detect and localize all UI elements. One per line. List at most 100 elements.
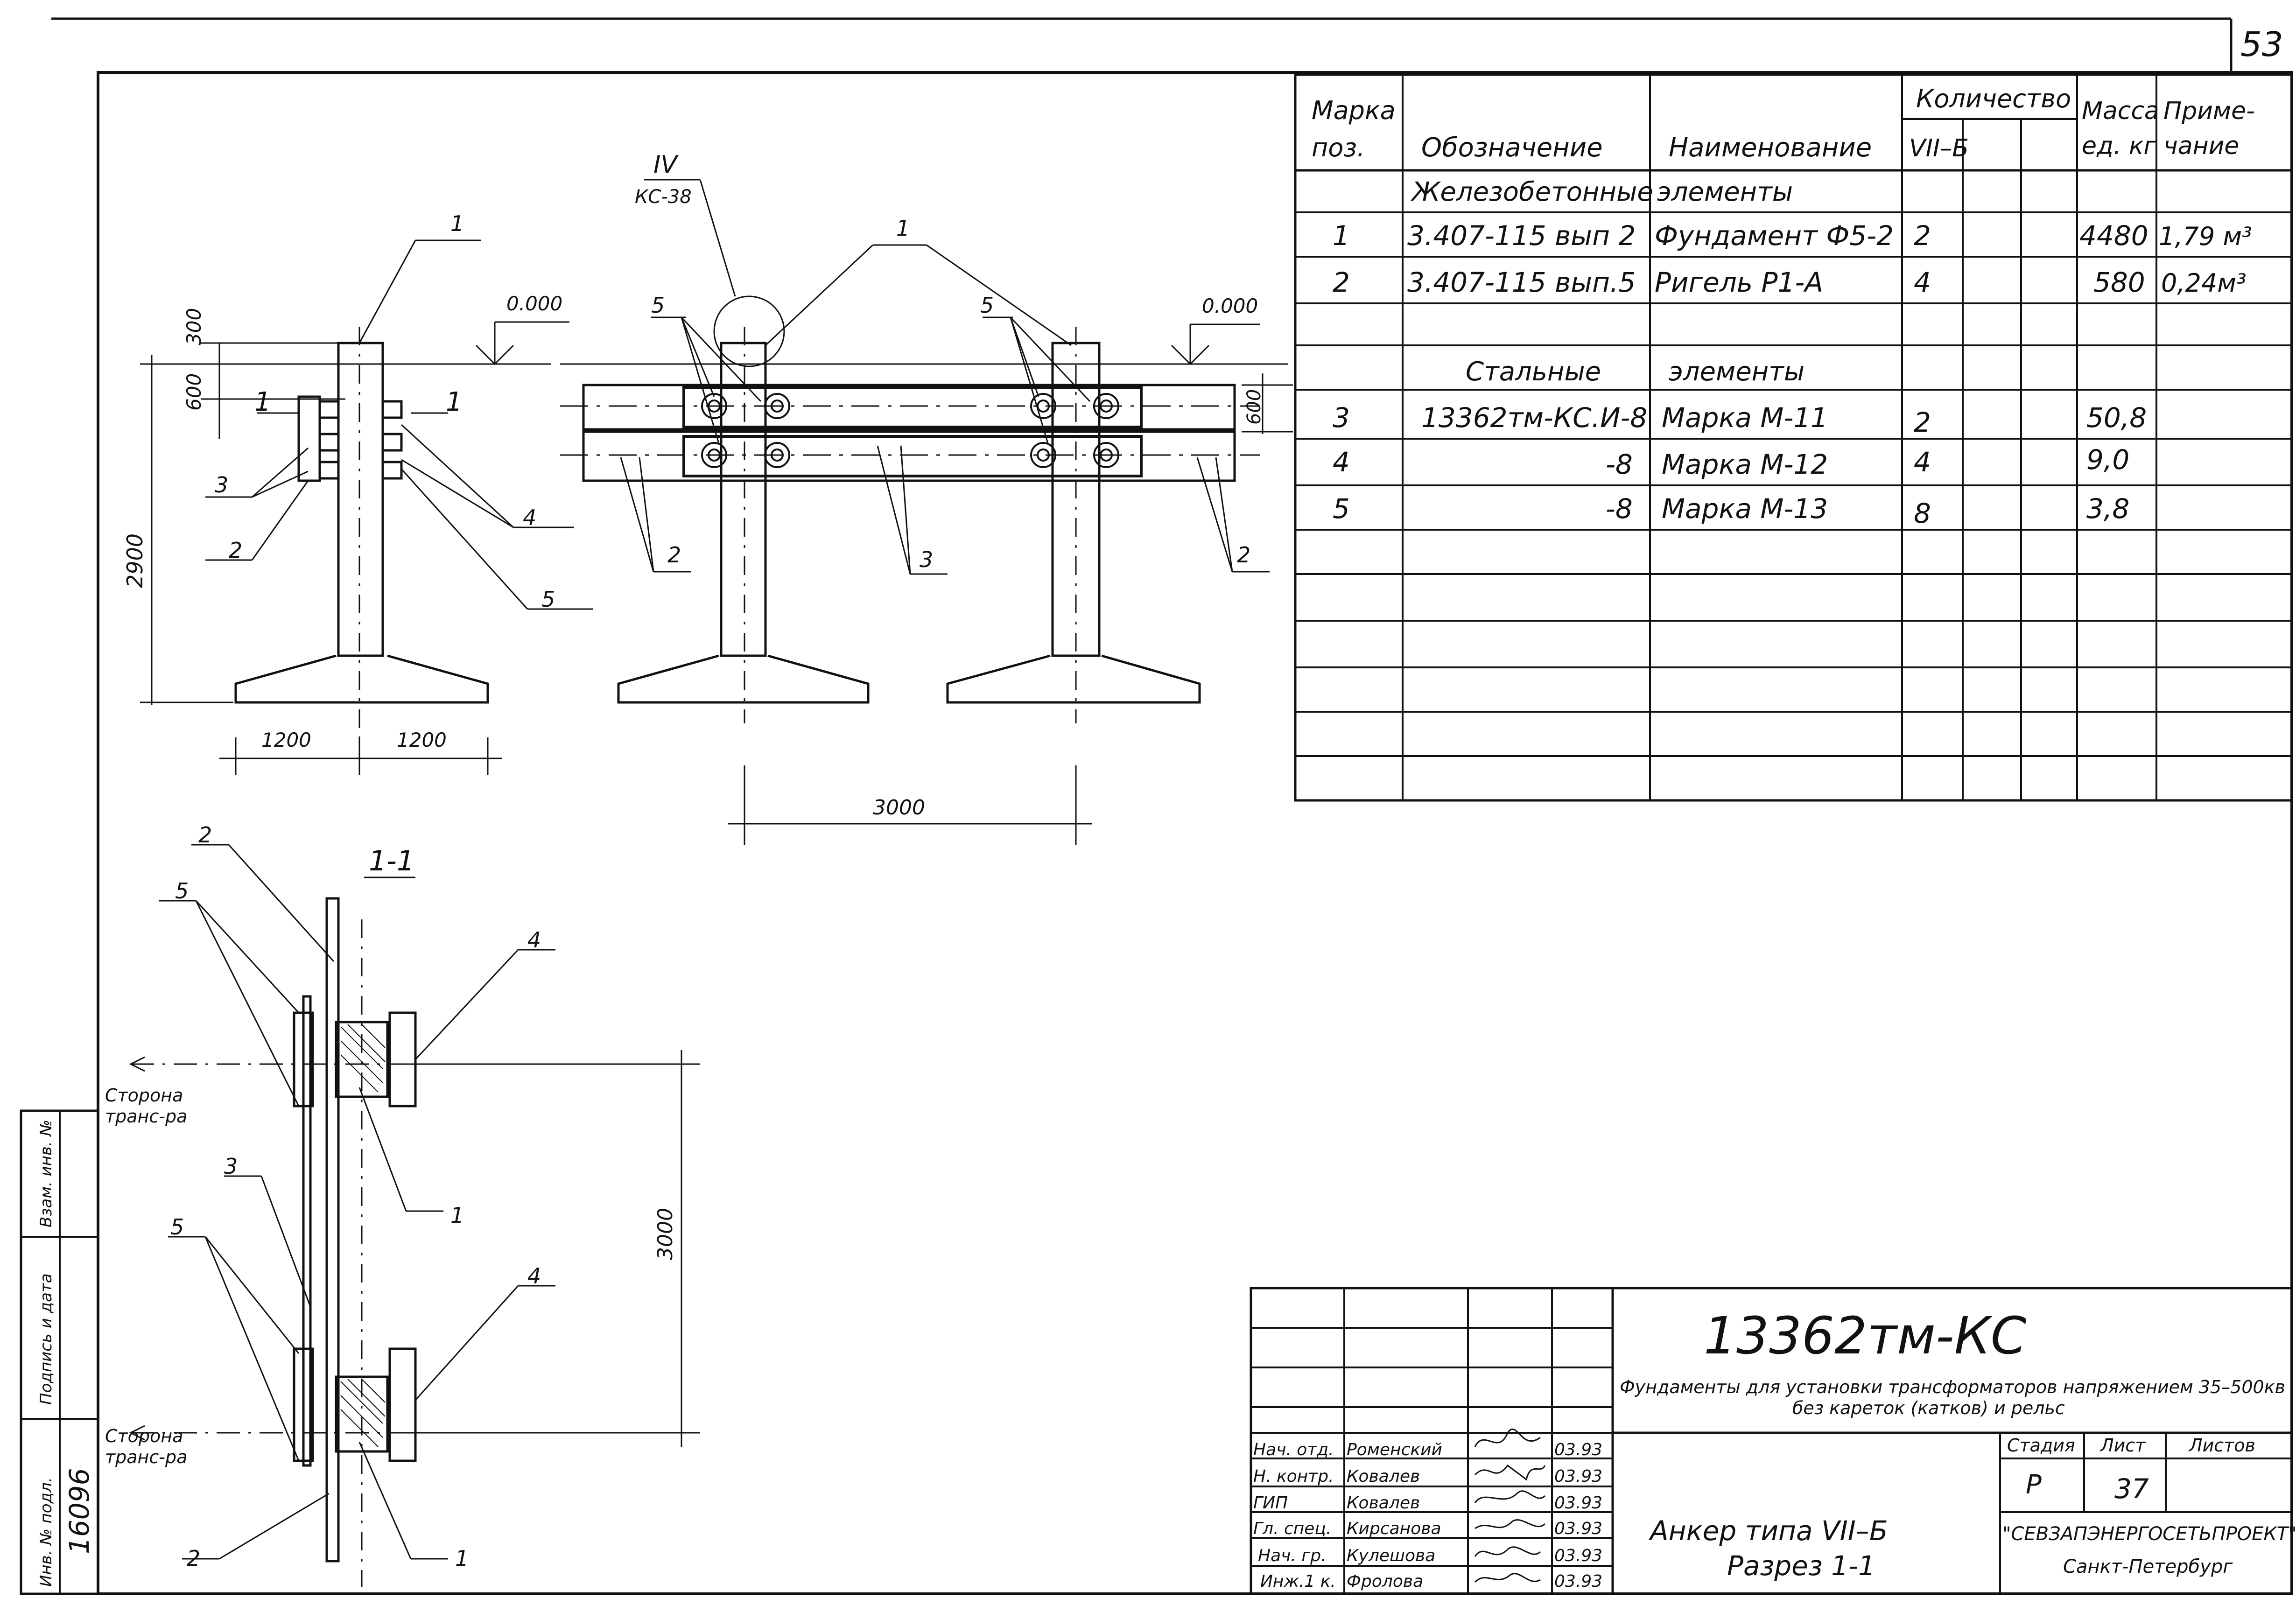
side-transformer-bottom-l1: Сторона — [105, 1426, 183, 1446]
sign-label: Подпись и дата — [37, 1273, 56, 1405]
title-block: 13362тм-КС Фундаменты для установки тран… — [1250, 1287, 2296, 1595]
staff-date: 03.93 — [1554, 1572, 1602, 1591]
row1-designation: 3.407-115 вып 2 — [1407, 220, 1636, 252]
front-pos-3: 3 — [920, 547, 933, 572]
node-id: IV — [653, 151, 679, 179]
section-title: 1-1 — [369, 845, 414, 877]
stage-label: Стадия — [2007, 1435, 2075, 1456]
row3-mark: 3 — [1333, 402, 1350, 434]
section-pos-4-top: 4 — [527, 927, 541, 953]
section-pos-3: 3 — [224, 1154, 238, 1179]
row2-note: 0,24м³ — [2161, 268, 2247, 298]
row2-name: Ригель Р1-А — [1655, 266, 1823, 298]
header-note-line2: чание — [2163, 132, 2239, 160]
side-section-mark-left: 1 — [254, 387, 271, 417]
side-dim-600: 600 — [183, 373, 205, 411]
front-pos-1: 1 — [896, 216, 910, 241]
staff-name: Роменский — [1347, 1440, 1442, 1459]
row2-mark: 2 — [1333, 266, 1350, 298]
row2-qty: 4 — [1914, 266, 1931, 298]
section-pos-5-bottom: 5 — [170, 1214, 184, 1240]
section-pos-4-bottom: 4 — [527, 1263, 541, 1289]
row5-name: Марка М-13 — [1662, 493, 1828, 525]
row4-name: Марка М-12 — [1662, 449, 1828, 480]
inv-label: Инв. № подл. — [37, 1477, 56, 1587]
staff-role: Гл. спец. — [1253, 1519, 1331, 1538]
row5-qty: 8 — [1914, 498, 1931, 529]
staff-name: Кулешова — [1347, 1546, 1435, 1565]
company-city: Санкт-Петербург — [2063, 1556, 2233, 1577]
project-title-line2: без кареток (катков) и рельс — [1792, 1398, 2065, 1418]
section-pos-1-top: 1 — [450, 1203, 464, 1228]
node-ref: КС-38 — [635, 186, 692, 208]
side-pos-3: 3 — [215, 472, 228, 498]
row1-mass: 4480 — [2079, 220, 2149, 252]
row1-mark: 1 — [1333, 220, 1350, 252]
staff-name: Ковалев — [1347, 1467, 1420, 1486]
section-pos-1-bottom: 1 — [455, 1546, 469, 1571]
project-title-line1: Фундаменты для установки трансформаторов… — [1620, 1377, 2285, 1397]
sheet-title-line1: Анкер типа VII–Б — [1648, 1515, 1888, 1547]
row5-designation: -8 — [1606, 493, 1633, 525]
side-transformer-top-l1: Сторона — [105, 1085, 183, 1106]
side-level-mark: 0.000 — [506, 292, 562, 315]
side-pos-1: 1 — [450, 211, 464, 236]
front-level-mark: 0.000 — [1202, 294, 1258, 317]
row2-mass: 580 — [2093, 266, 2145, 298]
row3-designation: 13362тм-КС.И-8 — [1421, 402, 1647, 434]
front-dim-600: 600 — [1243, 389, 1265, 425]
front-pos-5-left: 5 — [651, 293, 665, 318]
row3-name: Марка М-11 — [1662, 402, 1828, 434]
staff-name: Кирсанова — [1347, 1519, 1441, 1538]
row4-mark: 4 — [1333, 446, 1350, 478]
replace-label: Взам. инв. № — [37, 1120, 56, 1227]
staff-role: Инж.1 к. — [1260, 1572, 1336, 1591]
staff-role: Нач. отд. — [1253, 1440, 1334, 1459]
row2-designation: 3.407-115 вып.5 — [1407, 266, 1636, 298]
row3-mass: 50,8 — [2086, 402, 2147, 434]
section-concrete-designation: Железобетонные — [1411, 177, 1653, 207]
front-pos-5-right: 5 — [980, 293, 994, 318]
signatures — [1474, 1429, 1546, 1583]
staff-role: Нач. гр. — [1258, 1546, 1327, 1565]
section-pos-2-bottom: 2 — [187, 1546, 200, 1571]
section-1-1: 1-1 — [105, 822, 700, 1587]
section-steel-name: элементы — [1669, 357, 1805, 387]
row3-qty: 2 — [1914, 407, 1931, 438]
row5-mark: 5 — [1333, 493, 1350, 525]
sheets-label: Листов — [2188, 1435, 2255, 1456]
staff-name: Ковалев — [1347, 1493, 1420, 1513]
header-designation: Обозначение — [1421, 133, 1603, 163]
page-number: 53 — [2240, 25, 2283, 64]
front-dim-3000: 3000 — [873, 796, 925, 820]
row1-qty: 2 — [1914, 220, 1931, 252]
staff-date: 03.93 — [1554, 1440, 1602, 1459]
row1-note: 1,79 м³ — [2159, 222, 2252, 251]
staff-name: Фролова — [1347, 1572, 1423, 1591]
section-pos-5-top: 5 — [175, 878, 189, 904]
side-dim-1200-left: 1200 — [261, 729, 311, 751]
inv-number: 16096 — [63, 1468, 95, 1554]
section-pos-2-top: 2 — [198, 822, 212, 848]
side-pos-2: 2 — [229, 538, 242, 563]
side-dim-300: 300 — [183, 308, 205, 345]
header-qty-col: VII–Б — [1909, 134, 1969, 162]
side-transformer-bottom-l2: транс-ра — [105, 1447, 187, 1467]
side-transformer-top-l2: транс-ра — [105, 1106, 187, 1127]
row5-mass: 3,8 — [2086, 493, 2129, 525]
staff-date: 03.93 — [1554, 1467, 1602, 1486]
side-dim-1200-right: 1200 — [397, 729, 447, 751]
staff-date: 03.93 — [1554, 1519, 1602, 1538]
row4-designation: -8 — [1606, 449, 1633, 480]
header-name: Наименование — [1669, 133, 1872, 163]
staff-role: Н. контр. — [1253, 1467, 1334, 1486]
staff-date: 03.93 — [1554, 1493, 1602, 1513]
stage-value: Р — [2026, 1470, 2042, 1500]
section-concrete-name: элементы — [1657, 177, 1793, 207]
row4-mass: 9,0 — [2086, 444, 2129, 476]
header-mark-line2: поз. — [1312, 133, 1365, 162]
left-strip: Взам. инв. № Подпись и дата Инв. № подл.… — [37, 1120, 95, 1587]
front-pos-2-left: 2 — [667, 542, 681, 568]
spec-table: Марка поз. Обозначение Наименование Коли… — [1294, 73, 2293, 802]
